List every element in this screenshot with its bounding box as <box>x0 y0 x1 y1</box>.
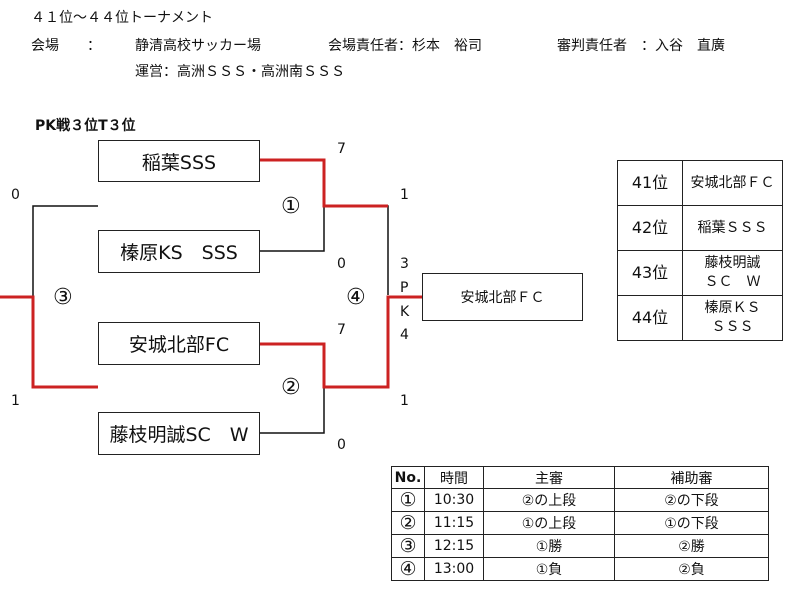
ranking-team: 藤枝明誠 ＳＣ Ｗ <box>682 250 783 296</box>
row-assistant-referee: ②の下段 <box>614 488 769 512</box>
table-row: ④ 13:00 ①負 ②負 <box>391 557 769 581</box>
match-label-1: ① <box>281 194 301 219</box>
venue-name: 静清高校サッカー場 <box>135 38 261 54</box>
ranking-row: 42位 稲葉ＳＳＳ <box>617 205 783 251</box>
ranking-team: 安城北部ＦＣ <box>682 160 783 206</box>
page-title: ４１位〜４４位トーナメント <box>31 10 213 26</box>
ranking-pos: 43位 <box>617 250 683 296</box>
venue-label: 会場 ： <box>31 38 101 54</box>
match-label-2: ② <box>281 375 301 400</box>
ranking-table: 41位 安城北部ＦＣ 42位 稲葉ＳＳＳ 43位 藤枝明誠 ＳＣ Ｗ 44位 榛… <box>617 160 783 341</box>
row-main-referee: ①負 <box>483 557 615 581</box>
venue-manager: 会場責任者：杉本 裕司 <box>328 38 482 54</box>
row-time: 11:15 <box>424 511 484 535</box>
referee-manager: 審判責任者 ：入谷 直廣 <box>557 38 725 54</box>
row-no: ① <box>391 488 425 512</box>
match-label-3: ③ <box>53 285 73 310</box>
row-assistant-referee: ②勝 <box>614 534 769 558</box>
col-header-main-referee: 主審 <box>483 466 615 489</box>
score-m4-bottom: 1 <box>400 393 409 409</box>
m2-bottom-line <box>260 382 325 434</box>
team-box-2: 榛原KS SSS <box>98 230 260 273</box>
row-assistant-referee: ①の下段 <box>614 511 769 535</box>
ranking-team: 稲葉ＳＳＳ <box>682 205 783 251</box>
schedule-header-row: No. 時間 主審 補助審 <box>391 466 769 489</box>
ranking-team: 榛原ＫＳ ＳＳＳ <box>682 295 783 341</box>
operation: 運営：高洲ＳＳＳ・高洲南ＳＳＳ <box>135 64 345 80</box>
team-box-3: 安城北部FC <box>98 322 260 365</box>
row-no: ② <box>391 511 425 535</box>
score-m2-bottom: 0 <box>337 437 346 453</box>
table-row: ① 10:30 ②の上段 ②の下段 <box>391 488 769 512</box>
score-m1-bottom: 0 <box>337 256 346 272</box>
m2-win-line <box>260 295 422 389</box>
ranking-row: 43位 藤枝明誠 ＳＣ Ｗ <box>617 250 783 296</box>
table-row: ② 11:15 ①の上段 ①の下段 <box>391 511 769 535</box>
score-m1-top: 7 <box>337 141 346 157</box>
team-box-4: 藤枝明誠SC W <box>98 412 260 455</box>
row-assistant-referee: ②負 <box>614 557 769 581</box>
row-main-referee: ①の上段 <box>483 511 615 535</box>
ranking-pos: 41位 <box>617 160 683 206</box>
score-m4-top: 1 <box>400 187 409 203</box>
col-header-no: No. <box>391 466 425 489</box>
m1-win-line <box>260 158 388 208</box>
row-time: 10:30 <box>424 488 484 512</box>
pk-score-k: K <box>400 304 410 320</box>
ranking-row: 44位 榛原ＫＳ ＳＳＳ <box>617 295 783 341</box>
score-m3-bottom: 1 <box>11 393 20 409</box>
m3-win-line <box>0 295 98 389</box>
row-time: 13:00 <box>424 557 484 581</box>
pk-note: PK戦３位T３位 <box>35 118 136 134</box>
row-time: 12:15 <box>424 534 484 558</box>
ranking-pos: 42位 <box>617 205 683 251</box>
pk-score-2: 4 <box>400 327 409 343</box>
m4-top-line <box>324 205 389 295</box>
schedule-table: No. 時間 主審 補助審 ① 10:30 ②の上段 ②の下段 ② 11:15 … <box>391 466 769 581</box>
match-label-4: ④ <box>346 285 366 310</box>
col-header-assistant-referee: 補助審 <box>614 466 769 489</box>
row-main-referee: ②の上段 <box>483 488 615 512</box>
ranking-pos: 44位 <box>617 295 683 341</box>
row-no: ③ <box>391 534 425 558</box>
winner-box: 安城北部ＦＣ <box>422 273 583 321</box>
table-row: ③ 12:15 ①勝 ②勝 <box>391 534 769 558</box>
score-m2-top: 7 <box>337 322 346 338</box>
pk-score-1: 3 <box>400 256 409 272</box>
pk-score-p: P <box>400 280 409 296</box>
col-header-time: 時間 <box>424 466 484 489</box>
m3-top-line <box>32 205 98 297</box>
row-main-referee: ①勝 <box>483 534 615 558</box>
team-box-1: 稲葉SSS <box>98 140 260 182</box>
ranking-row: 41位 安城北部ＦＣ <box>617 160 783 206</box>
score-m3-top: 0 <box>11 187 20 203</box>
row-no: ④ <box>391 557 425 581</box>
